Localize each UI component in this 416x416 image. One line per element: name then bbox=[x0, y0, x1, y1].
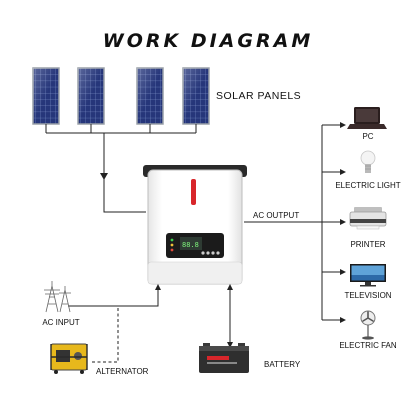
laptop-icon bbox=[347, 107, 387, 129]
diagram-title: WORK DIAGRAM bbox=[102, 30, 314, 52]
television-icon bbox=[350, 264, 386, 287]
alternator-line bbox=[92, 306, 119, 363]
device-label-printer: PRINTER bbox=[350, 240, 386, 249]
alternator-label: ALTERNATOR bbox=[96, 367, 149, 376]
solar-panel-1-icon bbox=[32, 67, 60, 125]
device-label-electric-light: ELECTRIC LIGHT bbox=[335, 181, 401, 190]
printer-icon bbox=[349, 207, 387, 230]
device-label-television: TELEVISION bbox=[344, 291, 392, 300]
generator-icon bbox=[50, 343, 88, 374]
solar-to-inverter-line bbox=[103, 133, 146, 213]
battery-icon bbox=[199, 343, 249, 373]
transmission-tower-icon bbox=[44, 281, 71, 313]
solar-panel-3-icon bbox=[136, 67, 164, 125]
battery-label: BATTERY bbox=[264, 360, 301, 369]
solar-panel-4-icon bbox=[182, 67, 210, 125]
wiring bbox=[45, 122, 346, 363]
solar-panel-array bbox=[32, 67, 210, 125]
inverter-red-stripe bbox=[191, 179, 196, 205]
inverter-icon: 88.8 bbox=[143, 165, 247, 285]
electric-fan-icon bbox=[360, 310, 376, 340]
device-label-pc: PC bbox=[362, 132, 374, 141]
light-bulb-icon bbox=[360, 150, 376, 173]
solar-arrow bbox=[100, 173, 108, 180]
ac-input-label: AC INPUT bbox=[42, 318, 80, 327]
ac-output-label: AC OUTPUT bbox=[253, 211, 300, 220]
solar-panel-bus-line bbox=[45, 124, 197, 134]
ac-input-line bbox=[68, 284, 159, 307]
svg-text:88.8: 88.8 bbox=[182, 241, 199, 249]
solar-panels-label: SOLAR PANELS bbox=[216, 90, 302, 102]
device-label-electric-fan: ELECTRIC FAN bbox=[339, 341, 397, 350]
device-branch-lines bbox=[322, 124, 340, 321]
solar-panel-2-icon bbox=[77, 67, 105, 125]
